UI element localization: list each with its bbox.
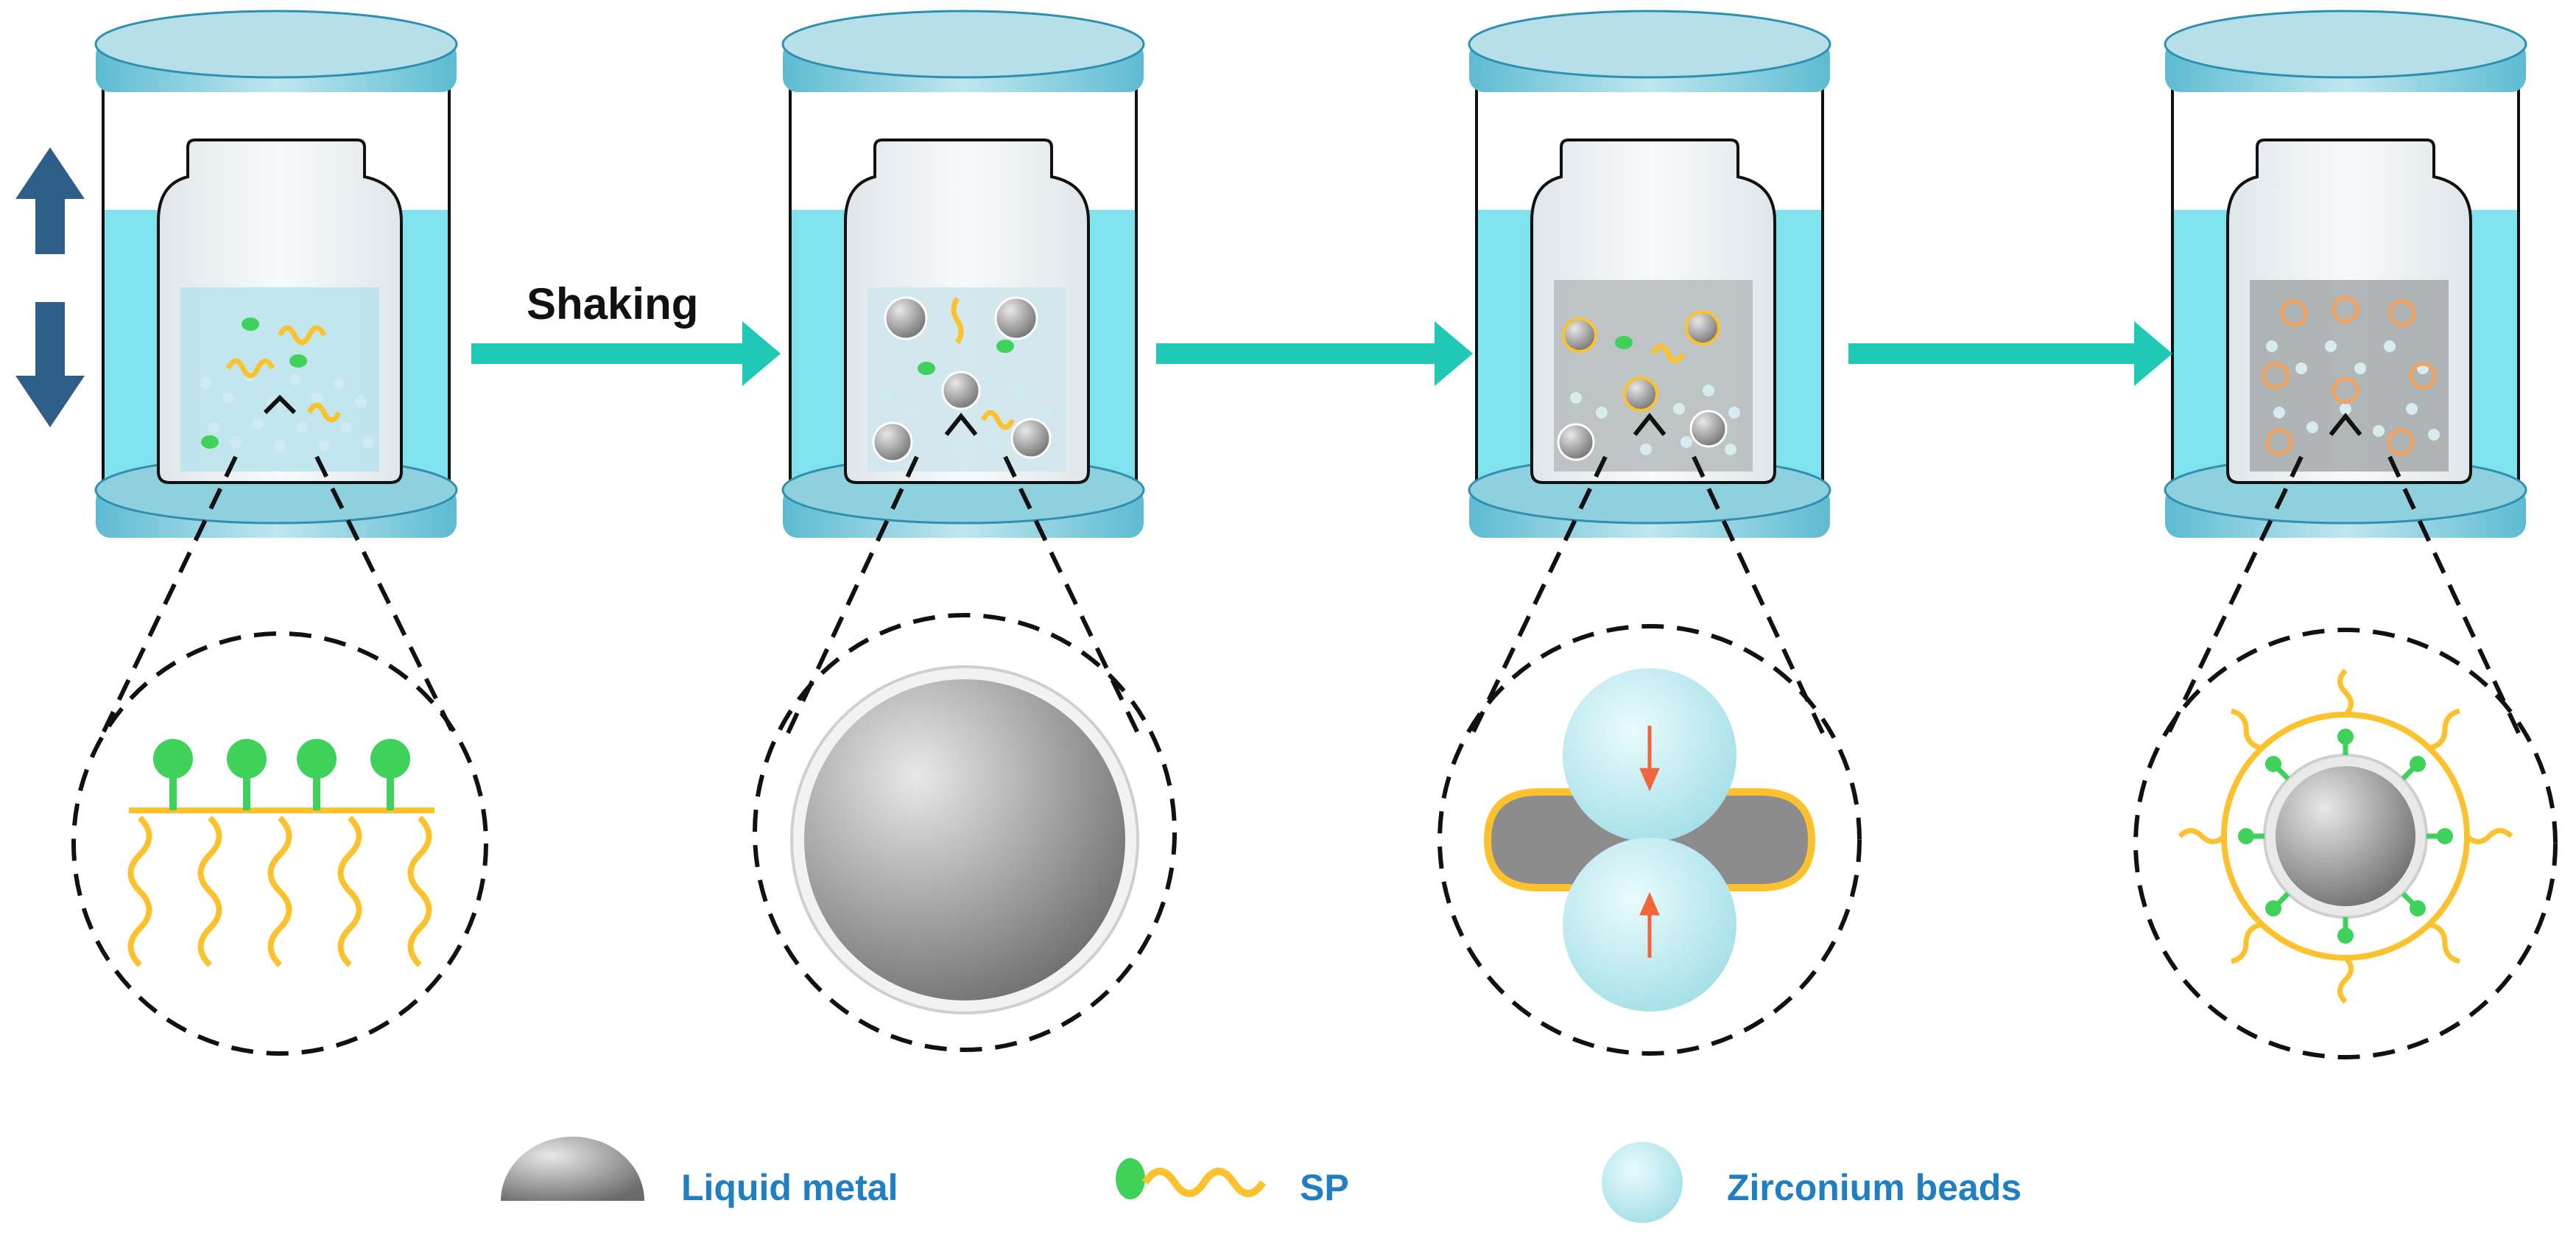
shaker-2 [781,10,1145,538]
force-arrow-down-icon [1639,726,1660,792]
zirconium-bead-icon [1602,1142,1683,1223]
process-arrow-2 [1156,321,1473,386]
shaker-4 [2164,10,2527,538]
step-label-shaking: Shaking [527,279,699,329]
jar-1 [157,139,403,484]
shaker-3 [1468,10,1831,538]
legend-label-zirconium-beads: Zirconium beads [1727,1167,2022,1208]
legend-label-sp: SP [1300,1167,1349,1208]
zoom-circle-1 [71,631,488,1056]
legend-label-liquid-metal: Liquid metal [681,1167,898,1208]
zoom-circle-2 [753,613,1177,1052]
process-arrow-3 [1848,321,2172,386]
surfactant-polymer-icon [1116,1158,1267,1199]
shaker-1 [94,10,458,538]
up-down-motion-arrow-icon [15,147,85,427]
liquid-metal-drop-icon [501,1136,644,1201]
grid-1 [200,370,374,452]
zoom-circle-3 [1437,624,1862,1056]
zoom-lines [101,455,2521,735]
process-arrow-1 [471,321,781,386]
force-arrow-up-icon [1639,891,1660,958]
zoom-circle-4 [2133,628,2558,1059]
